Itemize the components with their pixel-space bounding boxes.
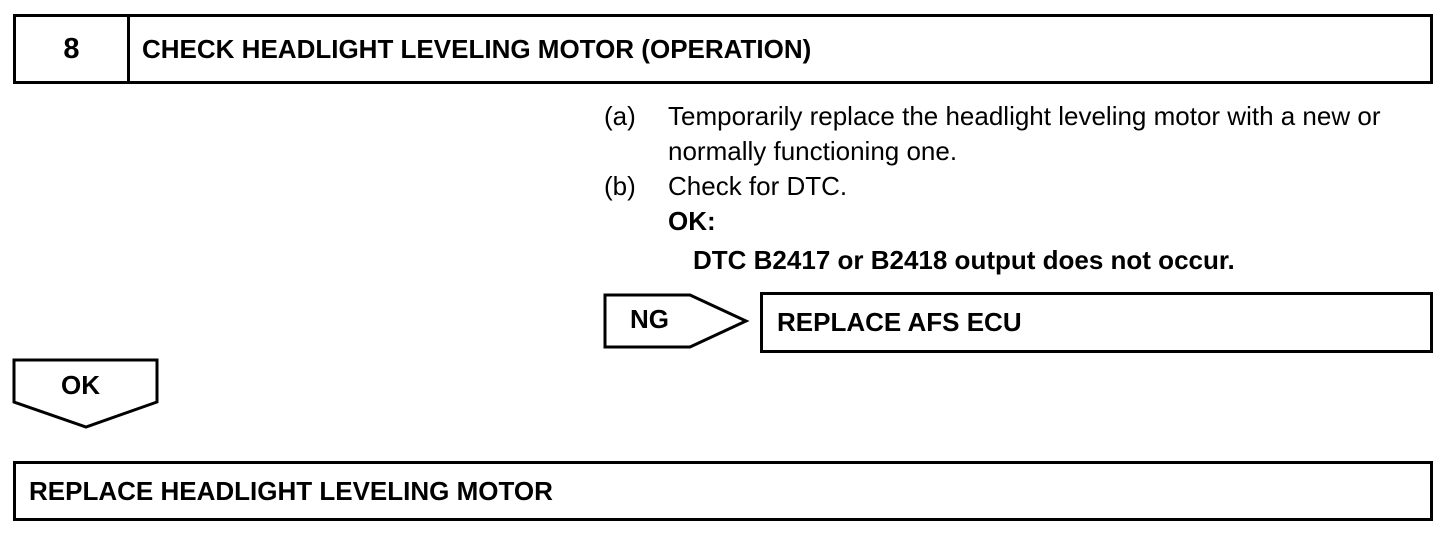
instruction-list: (a) Temporarily replace the headlight le…: [604, 99, 1424, 278]
ok-arrow-shape: [12, 358, 159, 429]
ok-arrow-label: OK: [61, 370, 100, 400]
ng-arrow-shape: [603, 293, 750, 349]
step-header: 8 CHECK HEADLIGHT LEVELING MOTOR (OPERAT…: [13, 14, 1433, 84]
instruction-letter: (b): [604, 171, 636, 201]
instruction-text: Temporarily replace the headlight leveli…: [668, 101, 1381, 166]
ok-result-box: REPLACE HEADLIGHT LEVELING MOTOR: [13, 461, 1433, 521]
instruction-letter: (a): [604, 101, 636, 131]
step-number: 8: [16, 17, 130, 81]
ok-condition-label: OK:: [668, 206, 716, 236]
instruction-text: Check for DTC.: [668, 171, 848, 201]
ok-condition-text: DTC B2417 or B2418 output does not occur…: [693, 245, 1235, 275]
instruction-item: (b) Check for DTC.: [604, 169, 1424, 204]
step-title: CHECK HEADLIGHT LEVELING MOTOR (OPERATIO…: [142, 33, 812, 64]
ng-result-box: REPLACE AFS ECU: [760, 292, 1433, 353]
instruction-item: (a) Temporarily replace the headlight le…: [604, 99, 1424, 169]
ng-arrow-label: NG: [630, 304, 669, 334]
